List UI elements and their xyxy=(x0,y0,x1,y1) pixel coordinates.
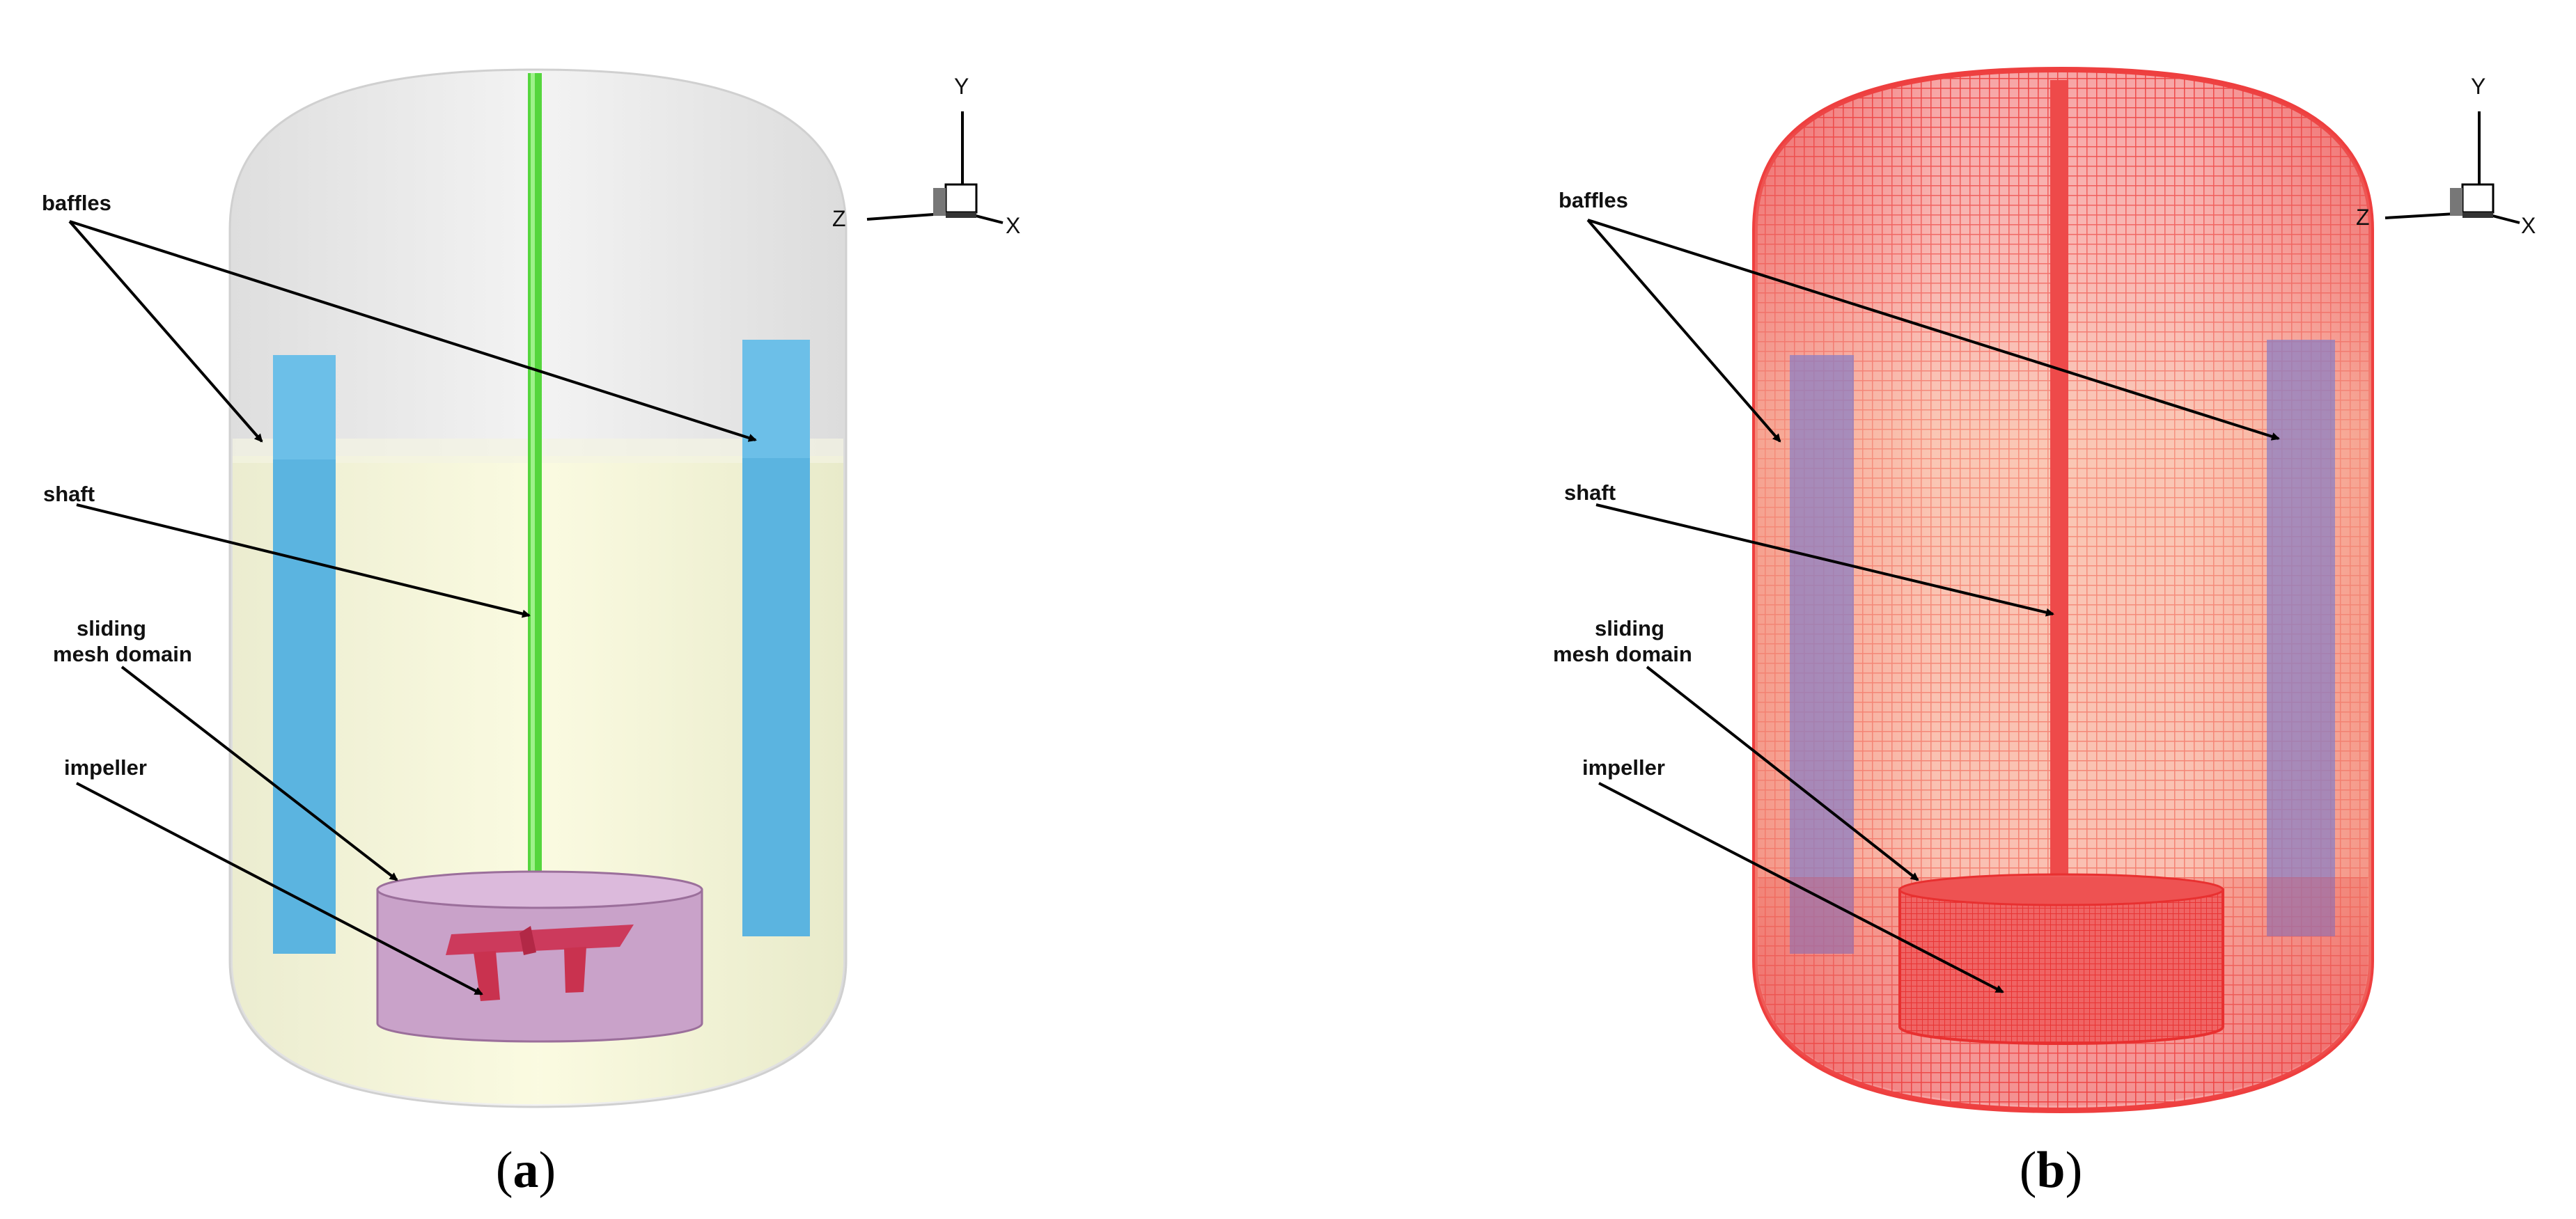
axis-y-label: Y xyxy=(954,74,969,99)
mesh-label-shaft: shaft xyxy=(1564,480,1616,505)
label-impeller: impeller xyxy=(64,755,147,780)
mesh-annotation-arrows xyxy=(1586,219,2280,993)
axis-x-label: X xyxy=(1006,213,1020,238)
sliding-mesh-domain xyxy=(376,870,703,1043)
caption-a: (a) xyxy=(496,1142,556,1199)
mesh-axis-triad: Y Z X xyxy=(2356,74,2536,238)
mesh-label-sliding: sliding xyxy=(1595,616,1664,640)
label-shaft: shaft xyxy=(43,482,95,506)
axis-z-label: Z xyxy=(832,206,846,231)
impeller xyxy=(446,925,634,1001)
axis-triad: Y Z X xyxy=(832,74,1020,238)
mesh-shaft xyxy=(2050,80,2068,891)
mesh-label-mesh-domain: mesh domain xyxy=(1553,642,1692,666)
label-mesh-domain: mesh domain xyxy=(53,642,192,666)
panel-a: baffles shaft sliding mesh domain impell… xyxy=(42,68,1020,1199)
mesh-axis-x-label: X xyxy=(2521,213,2536,238)
mesh-axis-z-label: Z xyxy=(2356,205,2370,230)
annotation-arrows xyxy=(68,220,757,996)
mesh-baffle-left xyxy=(1790,355,1854,954)
mesh-axis-y-label: Y xyxy=(2471,74,2485,99)
mesh-label-baffles: baffles xyxy=(1559,188,1628,212)
panel-b: baffles shaft sliding mesh domain impell… xyxy=(1553,66,2536,1199)
label-sliding: sliding xyxy=(77,616,146,640)
mesh-sliding-domain xyxy=(1898,873,2224,1045)
label-baffles: baffles xyxy=(42,191,111,215)
mesh-label-impeller: impeller xyxy=(1582,755,1665,780)
caption-b: (b) xyxy=(2020,1142,2082,1199)
mesh-baffle-right xyxy=(2267,340,2335,936)
